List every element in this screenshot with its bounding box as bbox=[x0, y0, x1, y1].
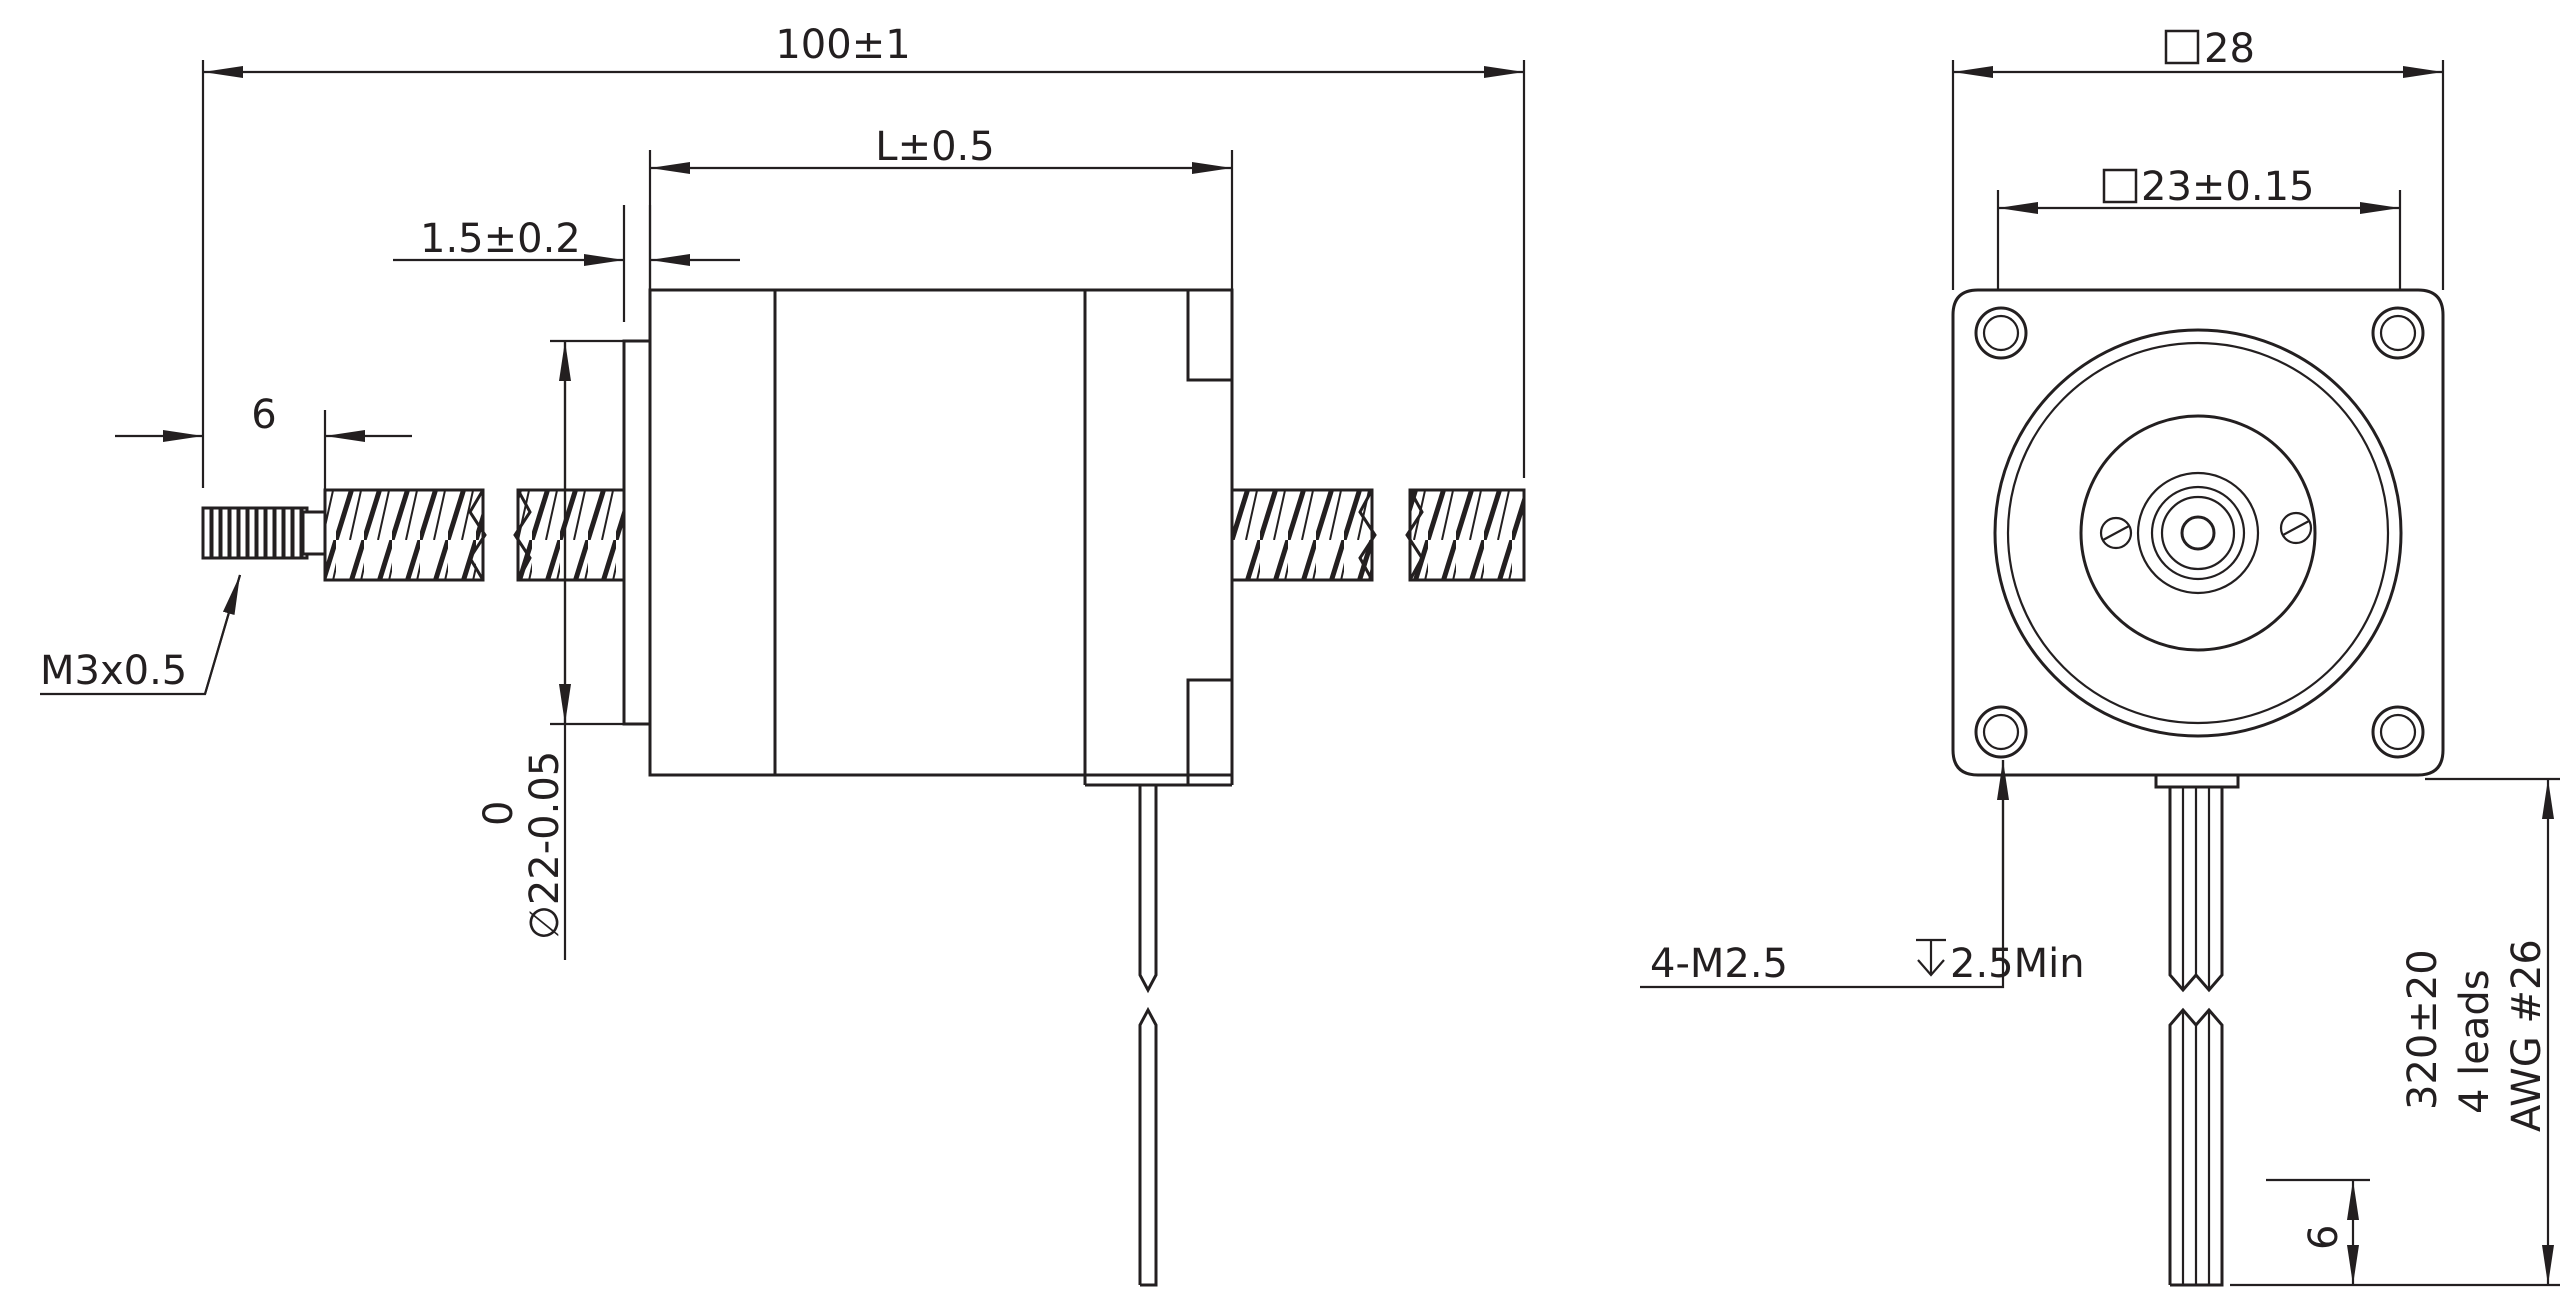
lead-screw-right bbox=[1230, 488, 1526, 582]
overall-length-text: 100±1 bbox=[775, 22, 910, 68]
dim-hole-spacing: 23±0.15 bbox=[1996, 164, 2402, 290]
dim-lead-length: AWG #26 4 leads 320±20 bbox=[2230, 777, 2560, 1287]
square-symbol-2 bbox=[2102, 168, 2138, 204]
lead-wires-front bbox=[2154, 773, 2240, 1287]
pilot-tolerance-text: 0 bbox=[476, 801, 522, 826]
lead-count-text: 4 leads bbox=[2452, 969, 2498, 1114]
pilot-height-text: 1.5±0.2 bbox=[420, 216, 581, 262]
lead-screw-left bbox=[323, 488, 487, 582]
mount-holes bbox=[1974, 306, 2425, 759]
dim-overall-length: 100±1 bbox=[201, 22, 1526, 488]
motor-body bbox=[648, 288, 1234, 787]
lead-screw-center bbox=[513, 488, 630, 582]
side-view: 100±1 L±0.5 1.5±0.2 6 bbox=[40, 22, 1526, 1287]
mount-callout: 4-M2.5 2.5Min bbox=[1640, 760, 2085, 989]
lead-gauge-text: AWG #26 bbox=[2504, 939, 2550, 1132]
mount-holes-text: 4-M2.5 bbox=[1650, 941, 1788, 987]
lead-wire-side bbox=[1138, 785, 1158, 1287]
mount-hole-tr bbox=[2371, 306, 2425, 360]
strip-length-text: 6 bbox=[2301, 1225, 2347, 1250]
frame-size-text: 28 bbox=[2204, 26, 2255, 72]
dim-pilot-diameter: ∅22-0.05 0 bbox=[476, 339, 624, 960]
front-flange bbox=[1951, 288, 2445, 777]
mount-hole-br bbox=[2371, 705, 2425, 759]
dim-frame-size: 28 bbox=[1951, 26, 2445, 290]
thread-callout: M3x0.5 bbox=[40, 574, 242, 696]
depth-icon bbox=[1916, 938, 1946, 977]
threaded-tip bbox=[201, 506, 327, 560]
body-length-text: L±0.5 bbox=[875, 124, 994, 170]
screw-left bbox=[2099, 516, 2133, 550]
hole-spacing-text: 23±0.15 bbox=[2141, 164, 2314, 210]
dim-thread-length: 6 bbox=[115, 392, 412, 490]
front-face-circles bbox=[1993, 328, 2403, 738]
screw-right bbox=[2279, 511, 2313, 545]
lead-length-text: 320±20 bbox=[2400, 949, 2446, 1110]
dim-body-length: L±0.5 bbox=[648, 124, 1234, 290]
dim-strip-length: 6 bbox=[2266, 1178, 2370, 1285]
pilot-diameter-text: ∅22-0.05 bbox=[522, 751, 568, 940]
thread-length-text: 6 bbox=[251, 392, 276, 438]
mount-hole-tl bbox=[1974, 306, 2028, 360]
dim-pilot-height: 1.5±0.2 bbox=[393, 205, 740, 322]
mount-hole-bl bbox=[1974, 705, 2028, 759]
pilot-flange bbox=[622, 339, 652, 726]
thread-spec-text: M3x0.5 bbox=[40, 648, 187, 694]
mount-depth-text: 2.5Min bbox=[1950, 941, 2085, 987]
front-view: 28 23±0.15 bbox=[1640, 26, 2560, 1287]
square-symbol bbox=[2164, 29, 2200, 65]
